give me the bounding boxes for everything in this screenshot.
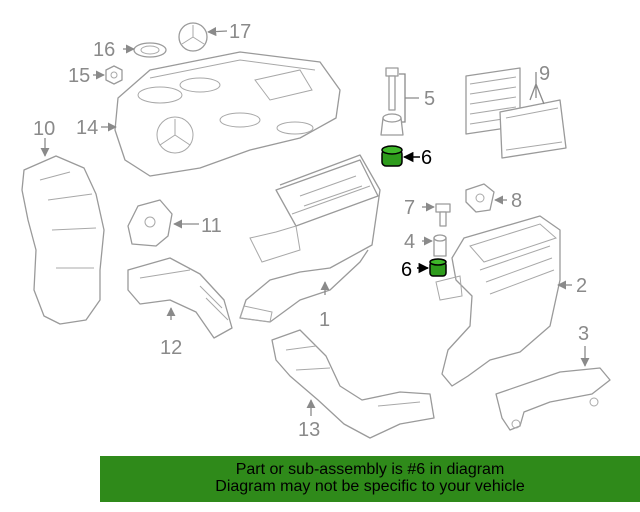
bolt-part	[435, 203, 451, 227]
clip-part	[465, 183, 495, 213]
air-cleaner-housing-right-part	[435, 215, 561, 387]
callout-8: 8	[511, 190, 522, 212]
air-filter-part	[465, 67, 567, 159]
intake-duct-part	[271, 329, 435, 439]
parts-diagram: 1 2 3 4 5 6 6 7 8 9 10 11 12 13 14 15 16…	[21, 21, 611, 441]
nut-part	[105, 65, 123, 85]
mount-bracket-part	[127, 199, 173, 247]
callout-7: 7	[404, 197, 415, 219]
callout-11: 11	[201, 215, 222, 237]
callout-16: 16	[93, 39, 115, 61]
rubber-mount-lower-part	[429, 258, 447, 277]
callout-6-upper: 6	[421, 147, 432, 169]
callout-14: 14	[76, 117, 98, 139]
intake-hose-part	[127, 257, 233, 339]
air-cleaner-housing-left-part	[239, 154, 381, 323]
banner-line-2: Diagram may not be specific to your vehi…	[215, 478, 525, 495]
bolt-bushing-part	[380, 67, 404, 136]
callout-9: 9	[539, 63, 550, 85]
callout-12: 12	[160, 337, 182, 359]
rubber-mount-upper-part	[381, 145, 403, 167]
callout-3: 3	[578, 323, 589, 345]
engine-cover-part	[114, 51, 341, 177]
callout-6-lower: 6	[401, 259, 412, 281]
callout-2: 2	[576, 275, 587, 297]
banner-line-1: Part or sub-assembly is #6 in diagram	[235, 461, 505, 478]
callout-5: 5	[424, 88, 435, 110]
emblem-part	[178, 22, 208, 52]
callout-4: 4	[404, 231, 415, 253]
grommet-part	[133, 42, 167, 58]
callout-15: 15	[68, 65, 90, 87]
callout-1: 1	[319, 309, 330, 331]
air-duct-part	[21, 155, 105, 325]
callout-10: 10	[33, 118, 55, 140]
sleeve-part	[433, 234, 447, 257]
callout-13: 13	[298, 419, 320, 441]
bracket-part	[495, 367, 611, 431]
info-banner: Part or sub-assembly is #6 in diagram Di…	[100, 456, 640, 502]
callout-17: 17	[229, 21, 251, 43]
